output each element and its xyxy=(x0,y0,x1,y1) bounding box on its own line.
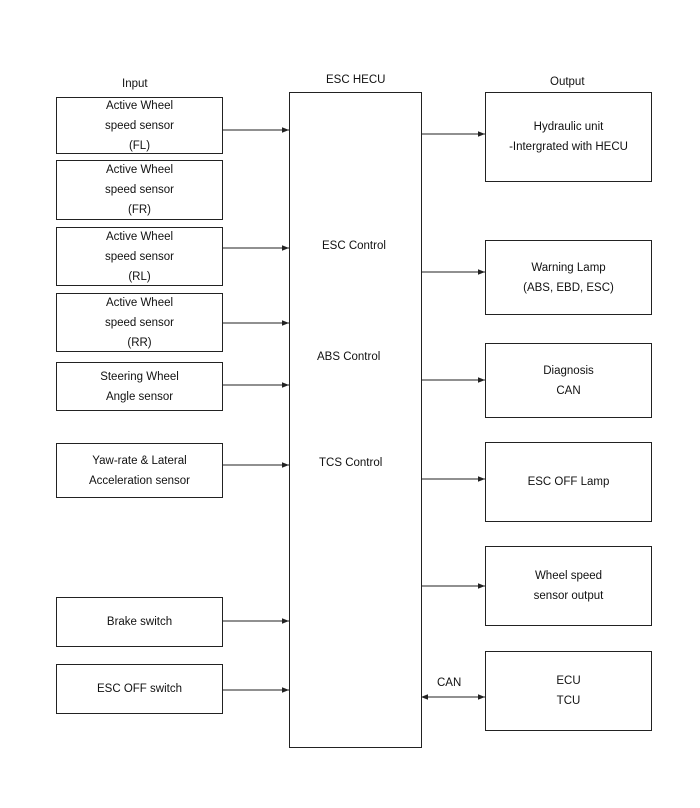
output-box-esc-off-lamp: ESC OFF Lamp xyxy=(485,442,652,522)
output-box-diagnosis: Diagnosis CAN xyxy=(485,343,652,418)
input-box-brake-switch: Brake switch xyxy=(56,597,223,647)
output-box-ecu-tcu: ECU TCU xyxy=(485,651,652,731)
abs-control-label: ABS Control xyxy=(317,351,381,363)
input-header: Input xyxy=(122,78,148,90)
input-box-fr: Active Wheel speed sensor (FR) xyxy=(56,160,223,220)
can-label: CAN xyxy=(437,677,462,689)
esc-hecu-header: ESC HECU xyxy=(326,74,386,86)
input-box-yaw-rate: Yaw-rate & Lateral Acceleration sensor xyxy=(56,443,223,498)
input-box-rr: Active Wheel speed sensor (RR) xyxy=(56,293,223,352)
esc-control-label: ESC Control xyxy=(322,240,386,252)
input-box-fl: Active Wheel speed sensor (FL) xyxy=(56,97,223,154)
output-box-wheel-speed: Wheel speed sensor output xyxy=(485,546,652,626)
input-box-rl: Active Wheel speed sensor (RL) xyxy=(56,227,223,286)
output-box-hydraulic-unit: Hydraulic unit -Intergrated with HECU xyxy=(485,92,652,182)
tcs-control-label: TCS Control xyxy=(319,457,383,469)
esc-hecu-box xyxy=(289,92,422,748)
output-header: Output xyxy=(550,76,585,88)
output-box-warning-lamp: Warning Lamp (ABS, EBD, ESC) xyxy=(485,240,652,315)
input-box-esc-off-switch: ESC OFF switch xyxy=(56,664,223,714)
input-box-steering: Steering Wheel Angle sensor xyxy=(56,362,223,411)
